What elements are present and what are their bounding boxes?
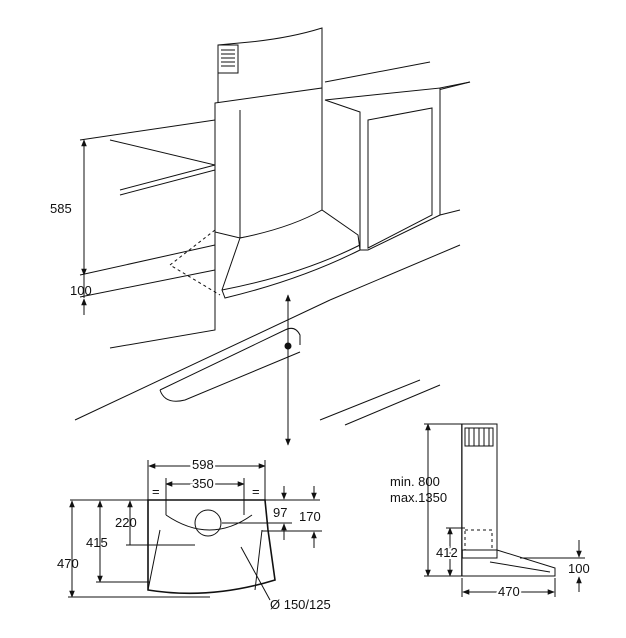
side-canopy-line: [489, 561, 551, 573]
dim-412-label: 412: [436, 545, 458, 560]
dim-100-label: 100: [70, 283, 92, 298]
diameter-leader: [240, 546, 271, 601]
cabinet-hidden-edge: [169, 170, 221, 296]
worktop-edge: [74, 299, 331, 421]
dim-height-min-label: min. 800: [390, 474, 440, 489]
left-cabinet: [109, 139, 216, 349]
dim-598-label: 598: [192, 457, 214, 472]
perspective-view: 585 100: [50, 27, 471, 446]
dim-side-470-label: 470: [498, 584, 520, 599]
chimney-vent-slots: [221, 49, 235, 67]
cabinet-shelf: [119, 164, 216, 191]
chimney-lower-cover: [214, 87, 323, 239]
right-cabinet-door: [367, 107, 433, 249]
worktop-right: [319, 244, 461, 426]
side-canopy: [461, 549, 556, 577]
top-exhaust-hole: [194, 509, 222, 537]
top-view: 598 350 = = 220 415 470 97 170 Ø 150/125: [57, 455, 331, 612]
equal-mark-right: =: [252, 484, 260, 499]
wall-top-edge: [79, 119, 216, 141]
wall-top-edge-right: [324, 61, 431, 83]
side-hidden-duct: [464, 529, 493, 551]
dim-side-100-label: 100: [568, 561, 590, 576]
hood-height-dot: [284, 342, 292, 350]
dim-height-max-label: max.1350: [390, 490, 447, 505]
dim-220-label: 220: [115, 515, 137, 530]
top-hood-inner: [147, 514, 263, 591]
dim-585-label: 585: [50, 201, 72, 216]
dim-170-label: 170: [299, 509, 321, 524]
hob-outline: [159, 327, 301, 402]
right-cabinet-side: [439, 81, 471, 216]
dim-415-label: 415: [86, 535, 108, 550]
dim-350-label: 350: [192, 476, 214, 491]
chimney-vent-grill: [217, 44, 239, 74]
worktop-front: [79, 244, 216, 276]
side-vent-slots: [468, 428, 490, 446]
diameter-label: Ø 150/125: [270, 597, 331, 612]
equal-mark-left: =: [152, 484, 160, 499]
side-view: min. 800 max.1350 412 100 470: [390, 423, 590, 601]
dim-470-label: 470: [57, 556, 79, 571]
dim-97-label: 97: [273, 505, 287, 520]
top-hood-outline: [147, 499, 276, 595]
worktop-lower: [79, 269, 216, 298]
hood-front-edge: [221, 244, 361, 291]
